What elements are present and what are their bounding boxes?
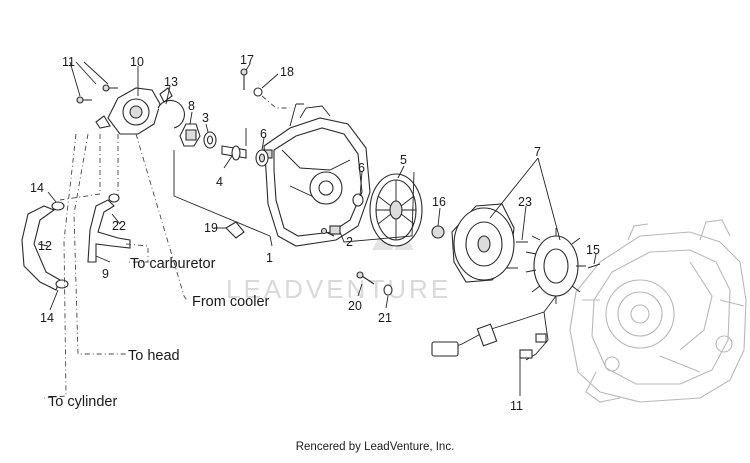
callout-19: 19 bbox=[204, 221, 218, 235]
leader-lines bbox=[37, 61, 597, 396]
shaft-seal bbox=[255, 149, 269, 167]
water-pump-housing bbox=[95, 87, 173, 135]
watermark-text: LEADVENTURE bbox=[226, 274, 451, 304]
callout-23: 23 bbox=[518, 195, 532, 209]
callout-12: 12 bbox=[38, 239, 52, 253]
callout-2: 2 bbox=[346, 235, 353, 249]
callout-11b: 11 bbox=[510, 399, 523, 413]
note-to-carburetor: To carburetor bbox=[130, 256, 216, 272]
callout-6b: 6 bbox=[358, 161, 365, 175]
cooling-fan bbox=[369, 173, 423, 247]
callout-1: 1 bbox=[266, 251, 273, 265]
stator-screws bbox=[506, 241, 528, 269]
hose-12 bbox=[21, 205, 61, 291]
callout-14a: 14 bbox=[30, 181, 44, 195]
fan-cover bbox=[261, 105, 371, 247]
callout-4: 4 bbox=[216, 175, 223, 189]
callout-5: 5 bbox=[400, 153, 407, 167]
routing-lines bbox=[43, 95, 290, 399]
screw-and-washer bbox=[240, 68, 263, 97]
flywheel-nut bbox=[431, 225, 445, 239]
pump-shaft bbox=[221, 145, 247, 161]
callout-17: 17 bbox=[240, 53, 254, 67]
callout-15: 15 bbox=[586, 243, 600, 257]
impeller bbox=[179, 123, 201, 147]
footer-credit: Rencered by LeadVenture, Inc. bbox=[296, 441, 455, 453]
callout-21: 21 bbox=[378, 311, 392, 325]
leadventure-watermark: LEADVENTURE bbox=[226, 232, 451, 304]
callout-11a: 11 bbox=[62, 55, 75, 69]
note-to-head: To head bbox=[128, 348, 180, 364]
callout-13: 13 bbox=[164, 75, 178, 89]
callout-6a: 6 bbox=[260, 127, 267, 141]
wiring-harness bbox=[431, 295, 557, 361]
routing-notes: To carburetor From cooler To head To cyl… bbox=[48, 256, 270, 410]
note-to-cylinder: To cylinder bbox=[48, 394, 117, 410]
callout-22: 22 bbox=[112, 219, 126, 233]
stator bbox=[525, 228, 586, 304]
callout-18: 18 bbox=[280, 65, 294, 79]
seal-ring bbox=[203, 131, 217, 149]
hose-9 bbox=[87, 199, 131, 263]
callout-14b: 14 bbox=[40, 311, 54, 325]
callout-16: 16 bbox=[432, 195, 446, 209]
flywheel bbox=[451, 203, 515, 283]
callout-10: 10 bbox=[130, 55, 144, 69]
washer-21 bbox=[383, 284, 393, 296]
pickup-bolt bbox=[587, 263, 601, 269]
callout-9: 9 bbox=[102, 267, 109, 281]
engine-crankcase bbox=[569, 219, 747, 403]
callout-8: 8 bbox=[188, 99, 195, 113]
fan-washer bbox=[352, 193, 364, 207]
callout-7: 7 bbox=[534, 145, 541, 159]
pump-gasket bbox=[157, 99, 185, 129]
bolt-20 bbox=[356, 271, 375, 285]
callout-3: 3 bbox=[202, 111, 209, 125]
screw-2 bbox=[320, 227, 335, 237]
callouts: 11 10 13 8 3 4 6 17 18 1 2 6 5 7 16 23 1… bbox=[30, 53, 600, 413]
pump-screws bbox=[76, 84, 118, 104]
note-from-cooler: From cooler bbox=[192, 294, 270, 310]
callout-20: 20 bbox=[348, 299, 362, 313]
clip-19 bbox=[225, 221, 245, 239]
